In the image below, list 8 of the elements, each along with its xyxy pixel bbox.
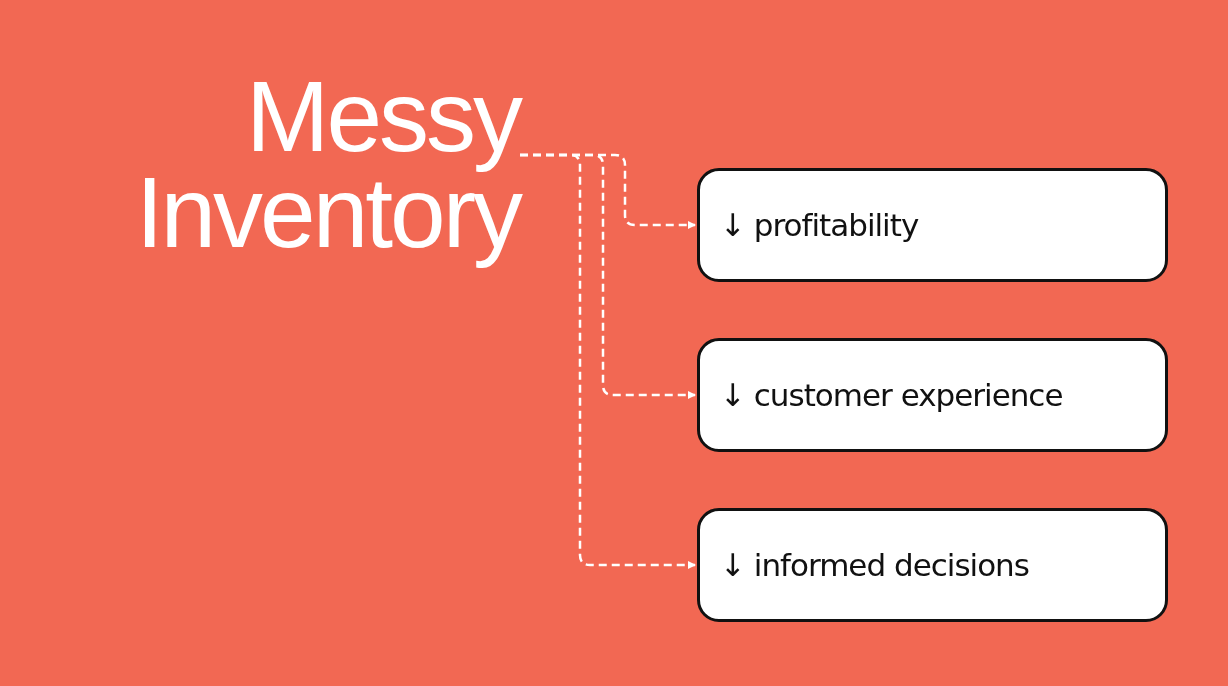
effect-label: ↓ informed decisions — [720, 547, 1029, 583]
effect-box — [697, 508, 1168, 622]
dashed-arrow — [520, 153, 696, 569]
effect-label: ↓ customer experience — [720, 377, 1063, 413]
effect-box — [697, 338, 1168, 452]
effect-label: ↓ profitability — [720, 207, 919, 243]
heading-text: Messy Inventory — [20, 68, 520, 268]
effect-box — [697, 168, 1168, 282]
